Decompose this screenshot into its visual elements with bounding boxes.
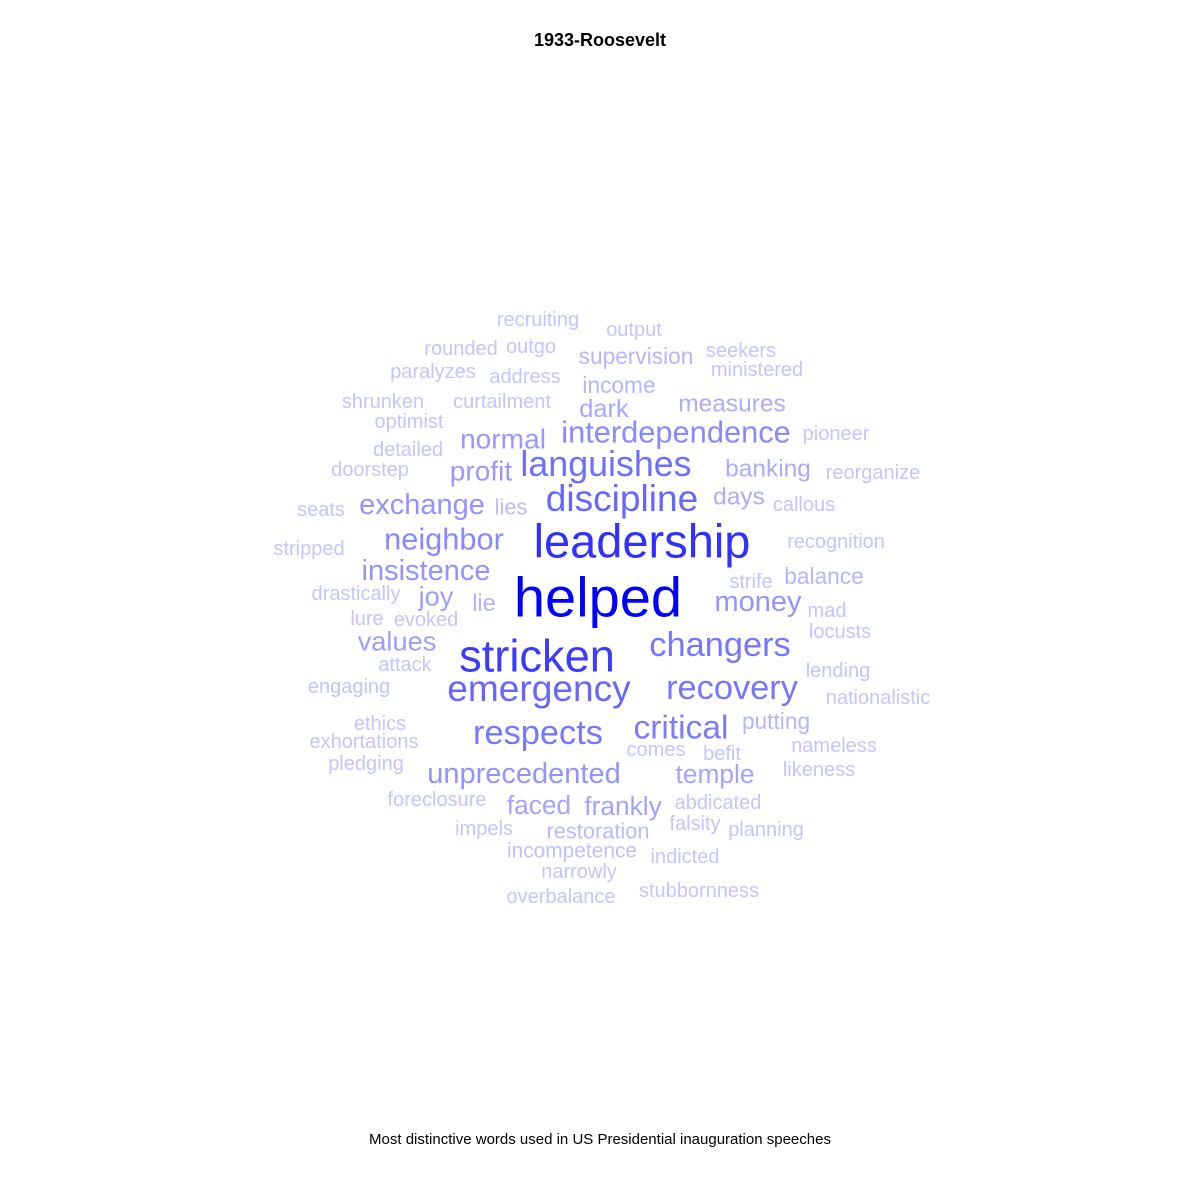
word-insistence: insistence (362, 555, 491, 587)
word-critical: critical (634, 710, 729, 747)
word-ministered: ministered (711, 359, 803, 381)
word-indicted: indicted (651, 846, 720, 868)
word-overbalance: overbalance (507, 886, 616, 908)
word-profit: profit (450, 456, 513, 487)
word-pledging: pledging (328, 753, 404, 775)
word-dark: dark (579, 395, 629, 423)
word-frankly: frankly (584, 791, 662, 821)
word-supervision: supervision (579, 343, 694, 369)
word-lie: lie (472, 591, 496, 617)
word-recovery: recovery (666, 669, 799, 707)
word-languishes: languishes (520, 444, 691, 484)
word-joy: joy (418, 581, 454, 612)
word-output: output (606, 319, 662, 341)
word-recognition: recognition (787, 531, 885, 553)
word-measures: measures (678, 391, 786, 418)
word-money: money (714, 586, 802, 618)
word-banking: banking (725, 456, 811, 483)
word-pioneer: pioneer (803, 423, 870, 445)
word-normal: normal (460, 424, 546, 455)
word-attack: attack (378, 654, 432, 676)
word-reorganize: reorganize (826, 462, 921, 484)
word-leadership: leadership (534, 515, 751, 568)
word-days: days (713, 484, 765, 511)
word-nationalistic: nationalistic (826, 687, 931, 709)
word-helped: helped (514, 566, 682, 629)
word-values: values (358, 626, 437, 657)
word-ethics: ethics (354, 713, 406, 735)
word-outgo: outgo (506, 336, 556, 358)
word-seekers: seekers (706, 340, 776, 362)
word-stricken: stricken (459, 631, 615, 682)
word-abdicated: abdicated (675, 792, 762, 814)
word-exhortations: exhortations (310, 731, 419, 753)
word-drastically: drastically (312, 583, 401, 605)
word-changers: changers (649, 626, 790, 664)
word-lending: lending (806, 660, 871, 682)
chart-title: 1933-Roosevelt (533, 30, 667, 50)
word-seats: seats (297, 499, 345, 521)
word-likeness: likeness (783, 759, 855, 781)
word-temple: temple (676, 759, 755, 789)
word-nameless: nameless (791, 735, 877, 757)
word-engaging: engaging (308, 676, 390, 698)
word-income: income (582, 372, 655, 398)
word-neighbor: neighbor (384, 522, 504, 557)
word-exchange: exchange (359, 489, 485, 521)
word-optimist: optimist (375, 411, 444, 433)
word-befit: befit (703, 743, 741, 765)
word-stripped: stripped (273, 538, 344, 560)
chart-caption: Most distinctive words used in US Presid… (369, 1131, 831, 1148)
word-lies: lies (495, 495, 528, 520)
word-strife: strife (729, 571, 772, 593)
word-discipline: discipline (546, 477, 699, 519)
word-falsity: falsity (669, 813, 720, 835)
word-callous: callous (773, 494, 835, 516)
word-paralyzes: paralyzes (390, 361, 476, 383)
word-faced: faced (507, 790, 571, 820)
word-shrunken: shrunken (342, 391, 424, 413)
word-mad: mad (808, 600, 847, 622)
word-evoked: evoked (394, 609, 459, 631)
word-putting: putting (742, 708, 810, 734)
word-address: address (489, 366, 560, 388)
word-restoration: restoration (547, 819, 650, 844)
word-incompetence: incompetence (507, 840, 637, 863)
word-locusts: locusts (809, 621, 871, 643)
word-curtailment: curtailment (453, 391, 551, 413)
word-emergency: emergency (447, 667, 631, 709)
word-impels: impels (455, 818, 513, 840)
word-stubbornness: stubbornness (639, 880, 759, 902)
word-comes: comes (627, 739, 686, 761)
word-rounded: rounded (424, 338, 497, 360)
word-respects: respects (473, 714, 603, 752)
word-planning: planning (728, 819, 804, 841)
word-detailed: detailed (373, 439, 443, 461)
word-narrowly: narrowly (541, 861, 617, 883)
word-interdependence: interdependence (561, 415, 790, 450)
word-unprecedented: unprecedented (427, 758, 621, 790)
word-foreclosure: foreclosure (388, 789, 487, 811)
word-lure: lure (350, 608, 383, 630)
word-recruiting: recruiting (497, 309, 579, 331)
word-doorstep: doorstep (331, 459, 409, 481)
word-balance: balance (784, 563, 863, 589)
